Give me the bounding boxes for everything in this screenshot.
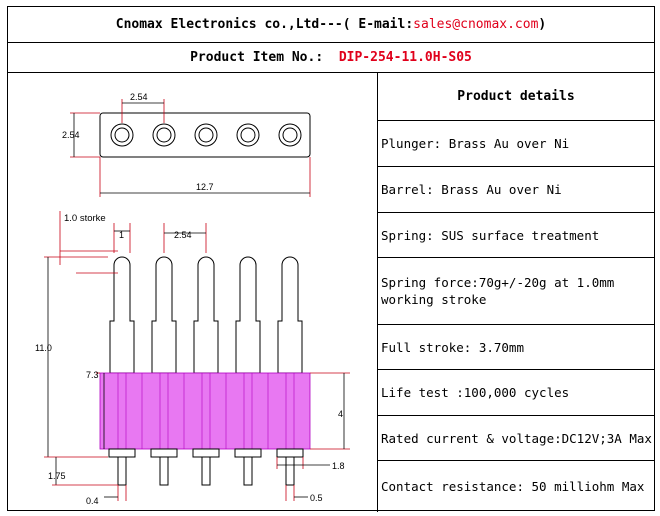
company-header: Cnomax Electronics co.,Ltd---( E-mail: s… — [8, 7, 654, 43]
company-text: Cnomax Electronics co.,Ltd---( E-mail: — [115, 17, 414, 32]
details-title: Product details — [378, 73, 654, 121]
detail-row: Contact resistance: 50 milliohm Max — [381, 479, 645, 494]
dim-body-top: 7.3 — [86, 370, 99, 380]
top-view: 2.54 2.54 12.7 — [62, 92, 311, 197]
dim-pin-width: 1 — [119, 230, 124, 240]
detail-row: Plunger: Brass Au over Ni — [378, 121, 654, 167]
dim-tail-length: 1.75 — [48, 471, 66, 481]
technical-drawing: 2.54 2.54 12.7 — [8, 73, 378, 512]
dim-total-height: 11.0 — [35, 343, 52, 353]
product-sheet: Cnomax Electronics co.,Ltd---( E-mail: s… — [7, 6, 655, 512]
dim-tail-dia: 0.4 — [86, 496, 99, 506]
detail-row: Full stroke: 3.70mm — [378, 325, 654, 370]
detail-row: Rated current & voltage:DC12V;3A Max — [378, 416, 654, 461]
side-view: 1.0 storke 1 2.54 11.0 7.3 4 1.75 1.8 0.… — [35, 211, 350, 506]
detail-row: Spring: SUS surface treatment — [378, 213, 654, 258]
dim-stroke: 1.0 storke — [64, 213, 106, 224]
email-link[interactable]: sales@cnomax.com — [413, 17, 539, 32]
product-details-table: Product details Plunger: Brass Au over N… — [378, 73, 654, 512]
dim-head-dia: 1.8 — [332, 461, 345, 471]
detail-row: Barrel: Brass Au over Ni — [378, 167, 654, 213]
detail-row: Spring force:70g+/-20g at 1.0mm working … — [378, 258, 654, 325]
item-label: Product Item No.: — [190, 50, 324, 65]
dim-body-height: 4 — [338, 409, 343, 419]
dim-top-pitch: 2.54 — [130, 92, 148, 102]
item-number: DIP-254-11.0H-S05 — [338, 50, 472, 65]
dim-top-height: 2.54 — [62, 130, 80, 140]
header-close: ) — [538, 17, 547, 32]
drawing-svg: 2.54 2.54 12.7 — [35, 92, 350, 506]
detail-row: Life test :100,000 cycles — [378, 370, 654, 416]
dim-total-width: 12.7 — [196, 182, 214, 192]
product-item-header: Product Item No.: DIP-254-11.0H-S05 — [8, 43, 654, 73]
dim-side-pitch: 2.54 — [174, 230, 192, 240]
dim-tail-width: 0.5 — [310, 493, 323, 503]
